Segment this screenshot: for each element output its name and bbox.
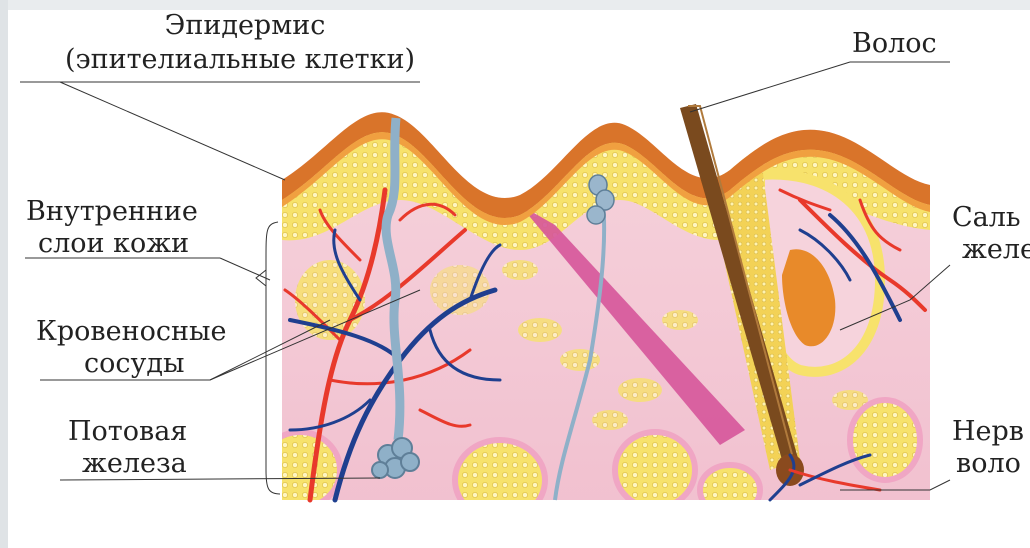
label-vessels-1: Кровеносные — [36, 316, 226, 348]
label-hair: Волос — [852, 28, 937, 60]
label-epidermis: Эпидермис — [110, 10, 380, 42]
label-nerve-2: воло — [956, 448, 1021, 480]
label-inner-layers-2: слои кожи — [38, 228, 189, 260]
label-sebaceous-1: Саль — [952, 202, 1021, 234]
label-epidermis-sub: (эпителиальные клетки) — [40, 44, 440, 76]
label-nerve-1: Нерв — [952, 416, 1024, 448]
label-vessels-2: сосуды — [84, 348, 185, 380]
label-sweat-gland-1: Потовая — [68, 416, 187, 448]
label-inner-layers-1: Внутренние — [26, 196, 198, 228]
label-sweat-gland-2: железа — [82, 448, 187, 480]
label-sebaceous-2: желе — [962, 234, 1030, 266]
inner-layers-bracket — [266, 222, 280, 494]
